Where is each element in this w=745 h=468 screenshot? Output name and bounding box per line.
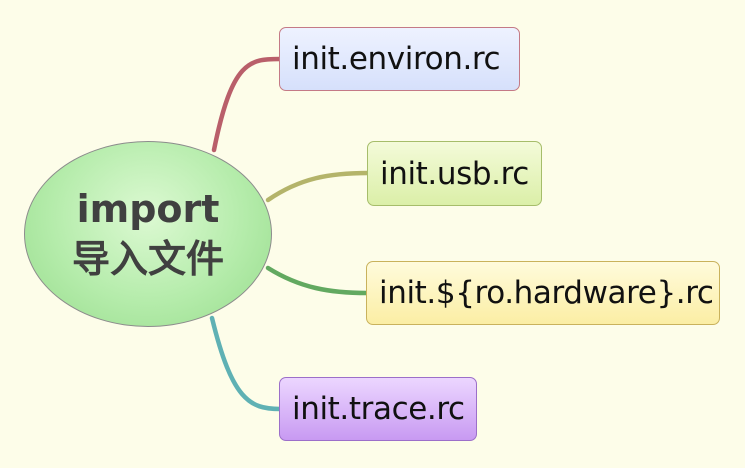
subtopic-init-hardware-rc[interactable]: init.${ro.hardware}.rc — [366, 261, 720, 325]
central-topic-title: import — [76, 187, 220, 231]
subtopic-label: init.environ.rc — [292, 41, 501, 77]
subtopic-label: init.usb.rc — [380, 155, 529, 192]
central-topic[interactable]: import 导入文件 — [24, 141, 272, 327]
subtopic-init-trace-rc[interactable]: init.trace.rc — [279, 377, 477, 441]
connector-trace — [209, 315, 283, 412]
connector-usb — [265, 170, 371, 203]
subtopic-init-environ-rc[interactable]: init.environ.rc — [279, 27, 520, 91]
central-topic-subtitle: 导入文件 — [71, 237, 224, 281]
subtopic-init-usb-rc[interactable]: init.usb.rc — [367, 141, 542, 206]
connector-environ — [211, 56, 283, 153]
connector-hardware — [265, 265, 370, 296]
subtopic-label: init.trace.rc — [292, 391, 465, 427]
subtopic-label: init.${ro.hardware}.rc — [379, 275, 714, 311]
